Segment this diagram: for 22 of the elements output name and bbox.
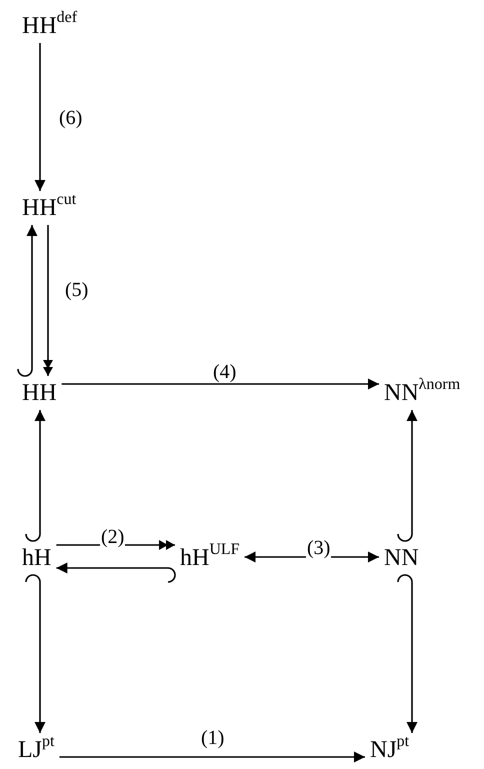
arrow [397, 410, 418, 542]
arrow [17, 225, 38, 377]
arrow [56, 562, 176, 583]
edge-label: (5) [64, 280, 90, 300]
math-object: NJ$^{pt}$ [370, 738, 410, 762]
edge-label: (6) [58, 108, 84, 128]
math-object: NN [384, 546, 419, 570]
math-object: hH [22, 546, 52, 570]
math-object: HH [22, 381, 57, 405]
edge-label: (4) [212, 362, 238, 382]
arrow [397, 574, 418, 733]
arrow [25, 410, 46, 542]
edge-label: (2) [100, 527, 126, 547]
edge-label: (3) [306, 538, 332, 558]
arrow [62, 378, 379, 390]
arrow [59, 752, 365, 762]
math-object: hH$^{ULF}$ [180, 546, 240, 570]
edge-label: (1) [200, 728, 226, 748]
math-object: LJ$^{pt}$ [18, 738, 54, 762]
arrow [25, 574, 46, 733]
arrow [34, 43, 46, 191]
math-object: HH$^{cut}$ [22, 196, 76, 220]
